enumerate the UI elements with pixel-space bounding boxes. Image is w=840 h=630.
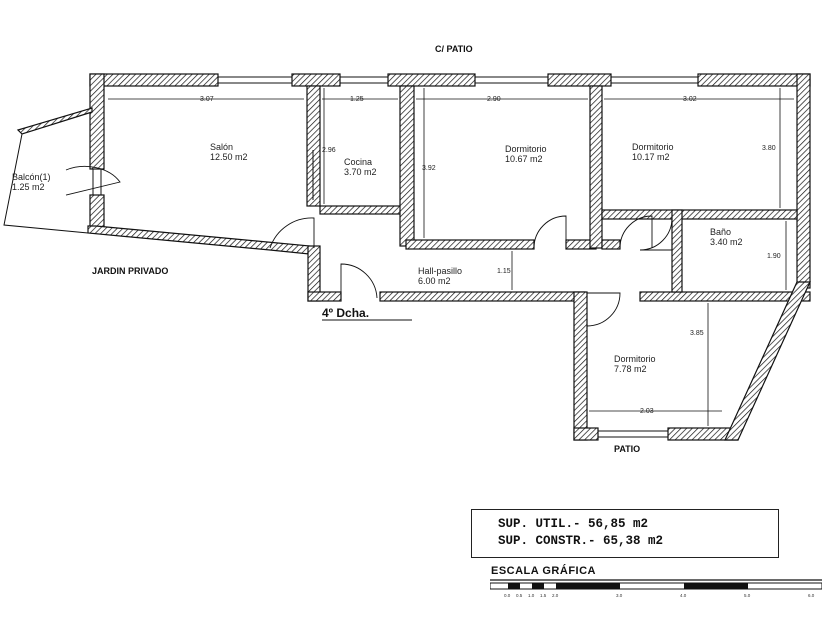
- scale-segment: [684, 583, 748, 589]
- graphic-scale: 0.0 0.5 1.0 1.5 2.0 3.0 4.0 5.0 6.0: [490, 579, 822, 598]
- wall-hall-bottom-a: [307, 291, 342, 302]
- door-dorm3: [586, 292, 621, 327]
- wall-cocina-bottom: [319, 205, 406, 215]
- dim-label: 1.15: [497, 268, 511, 275]
- scale-tick-label: 0.5: [516, 593, 523, 598]
- exterior-walls: [16, 73, 811, 441]
- room-name-dormitorio-3: Dormitorio: [614, 354, 656, 364]
- wall-dorm2-stub: [601, 239, 621, 250]
- wall-dorm1-bottom: [405, 239, 535, 250]
- room-name-balcon: Balcón(1): [12, 172, 51, 182]
- door-entrance: [340, 263, 378, 299]
- label-floor: 4º Dcha.: [322, 306, 369, 320]
- door-salon: [269, 217, 315, 249]
- door-bano: [639, 217, 673, 251]
- scale-segment: [508, 583, 520, 589]
- dim-label: 3.92: [422, 165, 436, 172]
- dim-label: 2.03: [640, 408, 654, 415]
- dim-label: 3.85: [690, 330, 704, 337]
- window-balcony: [92, 168, 102, 196]
- scale-segment: [532, 583, 544, 589]
- wall-dorm3-diagonal: [724, 281, 811, 441]
- dimension-lines: [108, 88, 794, 426]
- wall-cocina-dorm1: [399, 85, 415, 247]
- wall-hall-bottom-c: [639, 291, 811, 302]
- window-dorm2: [610, 76, 699, 84]
- scale-segment: [556, 583, 620, 589]
- room-area-bano: 3.40 m2: [710, 237, 743, 247]
- wall-dorm3-left: [573, 291, 588, 441]
- wall-top-dorm2b: [697, 73, 811, 87]
- window-cocina: [339, 76, 389, 84]
- scale-tick-label: 1.0: [528, 593, 535, 598]
- wall-balcony-top: [16, 107, 93, 135]
- wall-salon-garden: [87, 225, 311, 255]
- wall-top-cocina: [291, 73, 341, 87]
- wall-hall-bottom-b: [379, 291, 586, 302]
- scale-tick-label: 4.0: [680, 593, 687, 598]
- window-dorm3: [597, 430, 669, 438]
- window-dorm1: [474, 76, 549, 84]
- room-name-bano: Baño: [710, 227, 731, 237]
- wall-left-upper: [89, 73, 105, 170]
- wall-right: [796, 73, 811, 289]
- scale-tick-label: 0.0: [504, 593, 511, 598]
- wall-top-dorm1: [387, 73, 476, 87]
- scale-tick-label: 3.0: [616, 593, 623, 598]
- wall-top-salon: [89, 73, 219, 87]
- door-dorm2: [619, 215, 653, 249]
- scale-tick-label: 6.0: [808, 593, 815, 598]
- room-area-salon: 12.50 m2: [210, 152, 248, 162]
- surface-summary-box: SUP. UTIL.- 56,85 m2 SUP. CONSTR.- 65,38…: [471, 509, 779, 558]
- room-area-hall: 6.00 m2: [418, 276, 451, 286]
- wall-top-dorm2a: [547, 73, 612, 87]
- window-salon: [217, 76, 293, 84]
- room-name-cocina: Cocina: [344, 157, 372, 167]
- dim-label: 1.25: [350, 96, 364, 103]
- dimension-labels: 3.07 1.25 2.90 3.02 2.96 3.92 3.80 1.15 …: [200, 96, 781, 415]
- door-balcony: [65, 165, 121, 196]
- label-street-top: C/ PATIO: [435, 44, 473, 54]
- room-area-balcon: 1.25 m2: [12, 182, 45, 192]
- doors: [65, 150, 673, 327]
- room-name-dormitorio-1: Dormitorio: [505, 144, 547, 154]
- balcony-outline: [3, 133, 89, 234]
- wall-salon-cocina: [306, 85, 321, 207]
- label-garden: JARDIN PRIVADO: [92, 266, 168, 276]
- room-area-dormitorio-2: 10.17 m2: [632, 152, 670, 162]
- surface-util: SUP. UTIL.- 56,85 m2: [498, 517, 649, 531]
- wall-dorm2-bottom: [601, 209, 798, 220]
- room-name-dormitorio-2: Dormitorio: [632, 142, 674, 152]
- room-name-salon: Salón: [210, 142, 233, 152]
- dim-label: 2.90: [487, 96, 501, 103]
- surface-constr: SUP. CONSTR.- 65,38 m2: [498, 534, 664, 548]
- wall-dorm3-bottom-a: [573, 427, 599, 441]
- interior-walls: [306, 85, 798, 293]
- scale-tick-label: 1.5: [540, 593, 547, 598]
- scale-tick-label: 5.0: [744, 593, 751, 598]
- door-dorm1: [533, 215, 567, 249]
- wall-left-lower: [89, 194, 105, 228]
- wall-dorm1-dorm2: [589, 85, 603, 249]
- label-patio-bottom: PATIO: [614, 444, 640, 454]
- scale-title: ESCALA GRÁFICA: [491, 565, 596, 577]
- room-area-cocina: 3.70 m2: [344, 167, 377, 177]
- wall-bano-left: [671, 209, 683, 293]
- dim-label: 3.07: [200, 96, 214, 103]
- room-area-dormitorio-3: 7.78 m2: [614, 364, 647, 374]
- dim-label: 2.96: [322, 147, 336, 154]
- dim-label: 1.90: [767, 253, 781, 260]
- scale-tick-label: 2.0: [552, 593, 559, 598]
- room-labels: Salón 12.50 m2 Cocina 3.70 m2 Dormitorio…: [12, 142, 743, 374]
- room-name-hall: Hall-pasillo: [418, 266, 462, 276]
- dim-label: 3.02: [683, 96, 697, 103]
- windows: [92, 76, 699, 438]
- dim-label: 3.80: [762, 145, 776, 152]
- room-area-dormitorio-1: 10.67 m2: [505, 154, 543, 164]
